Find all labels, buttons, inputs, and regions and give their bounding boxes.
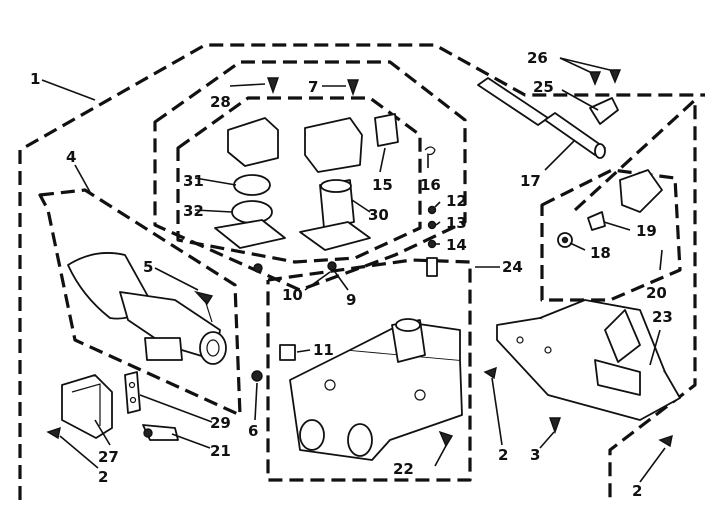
assembly-boundaries xyxy=(18,43,705,500)
callout-15: 15 xyxy=(372,176,393,194)
callout-6: 6 xyxy=(248,422,258,440)
leader-lines xyxy=(41,57,666,483)
bracket-27 xyxy=(61,374,113,439)
boundary-bracket-4 xyxy=(38,188,242,417)
callout-27: 27 xyxy=(98,448,119,466)
clip-25 xyxy=(589,97,619,125)
callout-14: 14 xyxy=(446,236,467,254)
part-14 xyxy=(427,239,437,249)
callout-16: 16 xyxy=(420,176,441,194)
callout-31: 31 xyxy=(183,172,204,190)
valve-port-right xyxy=(347,423,373,457)
callout-25: 25 xyxy=(533,78,554,96)
boundary-bracket-23 xyxy=(573,98,697,500)
callout-23: 23 xyxy=(652,308,673,326)
valve-port-left xyxy=(299,419,325,451)
callout-28: 28 xyxy=(210,93,231,111)
part-12 xyxy=(427,205,437,215)
plug-22 xyxy=(438,430,454,448)
callout-2-right: 2 xyxy=(632,482,642,500)
orifice-19 xyxy=(587,211,606,231)
callout-12: 12 xyxy=(446,192,467,210)
callout-17: 17 xyxy=(520,172,541,190)
screw-2-mid xyxy=(483,366,497,380)
washer-6 xyxy=(251,370,263,382)
callout-7: 7 xyxy=(308,78,318,96)
boundary-subassembly-9 xyxy=(153,60,467,292)
callout-5: 5 xyxy=(143,258,153,276)
screw-3 xyxy=(549,417,561,435)
callout-19: 19 xyxy=(636,222,657,240)
clip-16 xyxy=(424,146,436,156)
callout-30: 30 xyxy=(368,206,389,224)
screw-26-b xyxy=(608,69,622,84)
callout-29: 29 xyxy=(210,414,231,432)
parts xyxy=(46,69,681,461)
screw-2-right xyxy=(658,434,673,448)
screw-28 xyxy=(267,77,279,95)
callout-22: 22 xyxy=(393,460,414,478)
boundary-assembly-1 xyxy=(18,43,705,500)
boundary-valve-body-24 xyxy=(266,258,472,482)
callout-9: 9 xyxy=(346,291,356,309)
air-shutter xyxy=(144,337,183,361)
nut-10 xyxy=(253,263,263,273)
valve-coil-32 xyxy=(231,200,273,224)
callout-20: 20 xyxy=(646,284,667,302)
part-13 xyxy=(427,220,437,230)
callout-24: 24 xyxy=(502,258,523,276)
screw-2-left xyxy=(46,426,61,440)
plate-29 xyxy=(124,371,141,414)
boundary-orifice-20 xyxy=(540,168,682,302)
callout-26: 26 xyxy=(527,49,548,67)
valve-bracket-right xyxy=(304,117,363,173)
screw-26-a xyxy=(588,71,602,86)
screw-5 xyxy=(193,290,214,306)
callout-2-mid: 2 xyxy=(498,446,508,464)
callout-10: 10 xyxy=(282,286,303,304)
valve-bracket-left xyxy=(227,117,279,167)
callout-21: 21 xyxy=(210,442,231,460)
valve-base-left xyxy=(214,219,286,249)
callout-4: 4 xyxy=(66,148,76,166)
connector-15 xyxy=(374,113,399,147)
callout-1: 1 xyxy=(30,70,40,88)
callout-3: 3 xyxy=(530,446,540,464)
screw-7 xyxy=(347,79,359,97)
callout-32: 32 xyxy=(183,202,204,220)
callout-11: 11 xyxy=(313,341,334,359)
callout-18: 18 xyxy=(590,244,611,262)
callout-labels: 1 2 2 2 3 4 5 6 7 9 10 11 12 13 14 15 16… xyxy=(30,49,673,500)
orifice-holder xyxy=(619,169,663,213)
boundary-inner-valves xyxy=(176,96,422,264)
orifice-11 xyxy=(279,344,296,361)
valve-base-right xyxy=(299,221,371,251)
venturi-opening xyxy=(199,331,227,365)
valve-coil-31 xyxy=(233,174,271,196)
callout-13: 13 xyxy=(446,214,467,232)
callout-2-left: 2 xyxy=(98,468,108,486)
